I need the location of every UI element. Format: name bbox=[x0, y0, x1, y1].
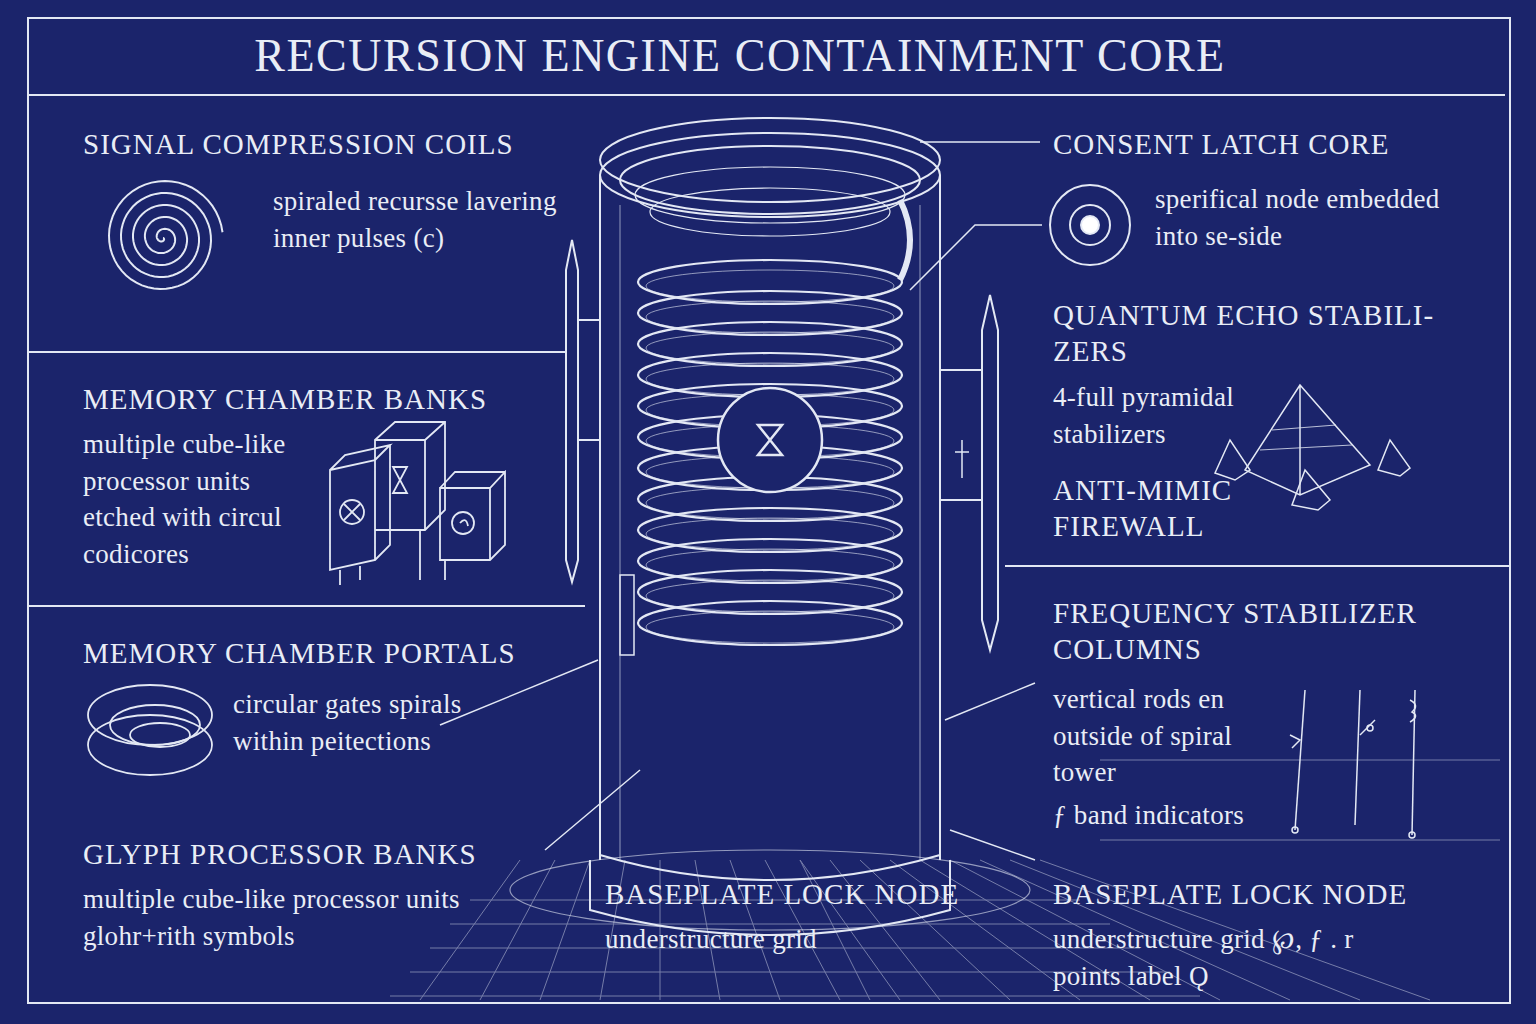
section-note: ƒ band indicators bbox=[1053, 797, 1323, 834]
coil-ring bbox=[638, 601, 902, 645]
section-heading: SIGNAL COMPRESSION COILS bbox=[83, 126, 553, 162]
section-heading: CONSENT LATCH CORE bbox=[1053, 126, 1493, 162]
spiral-icon bbox=[109, 181, 223, 289]
section-heading: BASEPLATE LOCK NODE bbox=[605, 876, 1005, 912]
section-heading: QUANTUM ECHO STABILI- ZERS bbox=[1053, 297, 1478, 369]
frame bbox=[28, 18, 1510, 1003]
floor-grid bbox=[390, 760, 1500, 1000]
core-emblem bbox=[718, 388, 822, 492]
title-rule bbox=[28, 94, 1505, 96]
cube-icons bbox=[330, 422, 505, 585]
section-heading: ANTI-MIMIC FIREWALL bbox=[1053, 472, 1268, 544]
pyramid-icon bbox=[1215, 385, 1410, 510]
portal-icon bbox=[88, 685, 212, 775]
divider bbox=[28, 605, 585, 607]
section-heading: FREQUENCY STABILIZER COLUMNS bbox=[1053, 595, 1473, 667]
coil-ring-inner bbox=[646, 611, 894, 643]
section-note: vertical rods en outside of spiral tower bbox=[1053, 681, 1268, 791]
section-note: multiple cube-like processor units etche… bbox=[83, 426, 328, 572]
divider bbox=[1005, 565, 1510, 567]
frequency-rods bbox=[1290, 690, 1416, 838]
section-note: 4-full pyramidal stabilizers bbox=[1053, 379, 1288, 452]
section-heading: MEMORY CHAMBER BANKS bbox=[83, 381, 553, 417]
section-note: understructure grid ℘, ƒ . r points labe… bbox=[1053, 921, 1413, 994]
grid-line bbox=[420, 860, 520, 1000]
section-note: sperifical node embedded into se-side bbox=[1155, 181, 1485, 254]
grid-line bbox=[1100, 840, 1500, 841]
section-note: spiraled recursse lavering inner pulses … bbox=[273, 183, 558, 256]
stabilizer-rods bbox=[566, 240, 998, 655]
leader-lines bbox=[440, 142, 1042, 860]
section-note: multiple cube-like processor units glohr… bbox=[83, 881, 573, 954]
section-heading: MEMORY CHAMBER PORTALS bbox=[83, 635, 563, 671]
divider bbox=[28, 351, 565, 353]
grid-line bbox=[540, 860, 590, 1000]
diagram-title: RECURSION ENGINE CONTAINMENT CORE bbox=[150, 28, 1330, 84]
grid-line bbox=[390, 996, 1200, 997]
section-note: understructure grid bbox=[605, 921, 985, 958]
tower bbox=[510, 118, 1030, 935]
section-heading: GLYPH PROCESSOR BANKS bbox=[83, 836, 563, 872]
latch-icon bbox=[1050, 185, 1130, 265]
section-note: circular gates spirals within peitection… bbox=[233, 686, 468, 759]
coil-stack bbox=[638, 260, 902, 645]
section-heading: BASEPLATE LOCK NODE bbox=[1053, 876, 1493, 912]
hourglass-symbol bbox=[758, 425, 782, 455]
